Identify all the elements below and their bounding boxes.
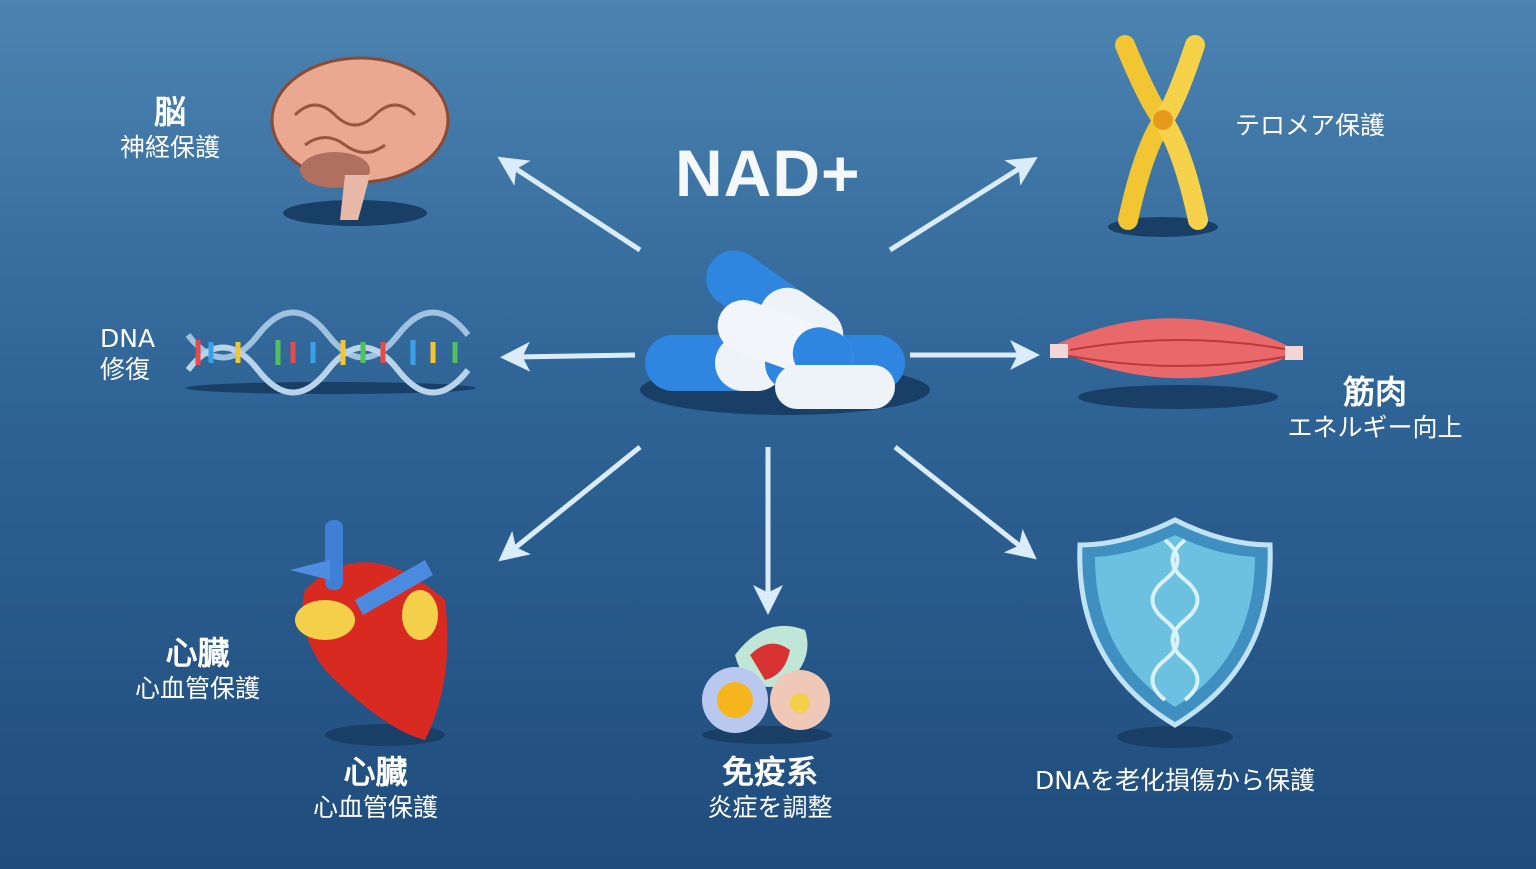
shield-label: DNAを老化損傷から保護 — [1034, 766, 1316, 795]
muscle-icon — [1050, 318, 1303, 409]
muscle-label: 筋肉 エネルギー向上 — [1275, 372, 1475, 443]
dna-label: DNA 修復 — [100, 323, 155, 386]
immune-cells-icon — [702, 625, 832, 744]
brain-title: 脳 — [153, 93, 186, 131]
arrow-heart — [498, 445, 642, 562]
telomere-label: テロメア保護 — [1234, 111, 1385, 140]
dna-title: DNA — [100, 324, 156, 353]
arrow-dna — [500, 341, 636, 372]
brain-icon — [270, 56, 450, 226]
capsules-icon — [640, 250, 930, 415]
heart-bottom-subtitle: 心血管保護 — [312, 793, 438, 822]
heart-left-title: 心臓 — [165, 634, 230, 672]
heart-icon — [290, 520, 448, 746]
dna-helix-icon — [185, 309, 476, 396]
page-title: NAD+ — [675, 136, 861, 210]
immune-subtitle: 炎症を調整 — [707, 793, 833, 822]
arrow-brain — [497, 156, 642, 253]
dna-shield-icon — [1077, 517, 1273, 748]
dna-subtitle: 修復 — [100, 355, 151, 385]
heart-left-label: 心臓 心血管保護 — [120, 633, 275, 704]
immune-title: 免疫系 — [721, 753, 818, 791]
heart-bottom-label: 心臓 心血管保護 — [298, 752, 453, 823]
arrow-shield — [893, 445, 1037, 560]
heart-left-subtitle: 心血管保護 — [134, 674, 260, 703]
muscle-title: 筋肉 — [1342, 373, 1407, 411]
arrow-telomere — [888, 157, 1038, 253]
brain-label: 脳 神経保護 — [100, 92, 240, 163]
chromosome-icon — [1108, 35, 1218, 237]
immune-label: 免疫系 炎症を調整 — [680, 752, 860, 823]
muscle-subtitle: エネルギー向上 — [1287, 413, 1463, 442]
brain-subtitle: 神経保護 — [119, 133, 220, 162]
heart-bottom-title: 心臓 — [343, 753, 408, 791]
